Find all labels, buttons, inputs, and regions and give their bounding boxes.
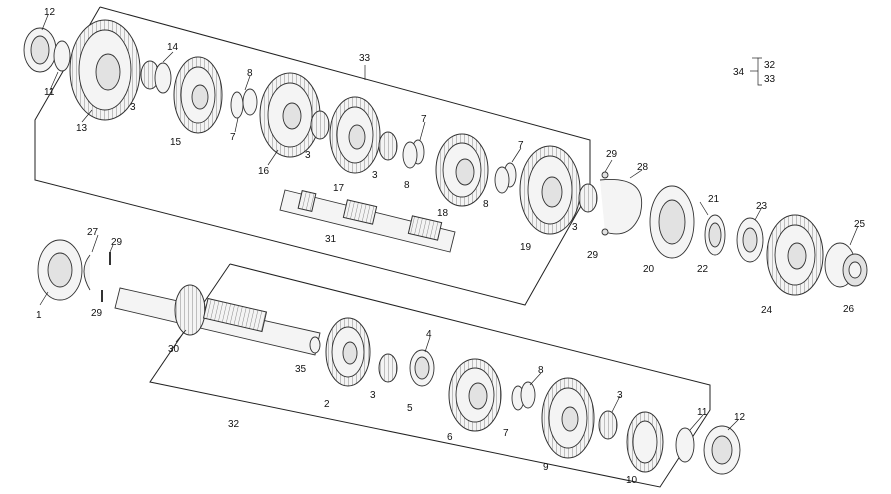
washer-8b — [402, 141, 418, 169]
label-4: 4 — [426, 329, 432, 340]
label-19: 19 — [520, 242, 532, 253]
label-9: 9 — [543, 462, 549, 473]
sprocket-24 — [766, 214, 824, 296]
label-5: 5 — [407, 403, 413, 414]
label-7a: 7 — [230, 132, 236, 143]
bearing-12-lower — [703, 425, 741, 475]
needle-bearing-3c — [378, 131, 398, 161]
label-6: 6 — [447, 432, 453, 443]
bearing-12-upper — [23, 27, 57, 73]
label-21: 21 — [708, 194, 720, 205]
legend-kit-label: 34 — [733, 67, 745, 78]
label-14: 14 — [167, 42, 179, 53]
label-16: 16 — [258, 166, 270, 177]
gear-18 — [435, 133, 489, 207]
label-3b: 3 — [305, 150, 311, 161]
label-26: 26 — [843, 304, 855, 315]
group-outline-33 — [34, 6, 591, 306]
label-1: 1 — [36, 310, 42, 321]
washer-8d — [520, 381, 536, 409]
label-12-upper: 12 — [44, 7, 56, 18]
shaft-30 — [114, 284, 321, 356]
leader-lines — [39, 14, 859, 431]
gear-9 — [541, 377, 595, 459]
label-35: 35 — [295, 364, 307, 375]
label-25: 25 — [854, 219, 866, 230]
label-3c: 3 — [372, 170, 378, 181]
label-7d: 7 — [503, 428, 509, 439]
label-24: 24 — [761, 305, 773, 316]
label-29a: 29 — [606, 149, 618, 160]
label-10: 10 — [626, 475, 638, 486]
label-2: 2 — [324, 399, 330, 410]
legend-item-b: 33 — [764, 74, 776, 85]
label-28: 28 — [637, 162, 649, 173]
gear-16 — [259, 72, 321, 158]
label-8d: 8 — [538, 365, 544, 376]
gear-10 — [626, 411, 664, 473]
washer-8c — [494, 166, 510, 194]
gear-17 — [329, 96, 381, 174]
label-8c: 8 — [483, 199, 489, 210]
label-12-lower: 12 — [734, 412, 746, 423]
shim-11-upper — [53, 40, 71, 72]
label-15: 15 — [170, 137, 182, 148]
label-23: 23 — [756, 201, 768, 212]
retainer-plate-28 — [599, 171, 642, 236]
washer-8a — [242, 88, 258, 116]
label-17: 17 — [333, 183, 345, 194]
label-3f: 3 — [617, 390, 623, 401]
bearing-1 — [37, 239, 83, 301]
label-3a: 3 — [130, 102, 136, 113]
gear-2 — [325, 317, 371, 387]
seal-23 — [736, 217, 764, 263]
retainer-27 — [83, 254, 91, 291]
nut-26 — [842, 253, 868, 287]
gear-15 — [173, 56, 223, 134]
label-8b: 8 — [404, 180, 410, 191]
label-33: 33 — [359, 53, 371, 64]
label-29b: 29 — [587, 250, 599, 261]
gear-19 — [519, 145, 581, 235]
needle-bearing-3f — [598, 410, 618, 440]
needle-bearing-3b — [310, 110, 330, 140]
label-7b: 7 — [421, 114, 427, 125]
label-22: 22 — [697, 264, 709, 275]
bush-35 — [309, 336, 321, 354]
legend-item-a: 32 — [764, 60, 776, 71]
label-20: 20 — [643, 264, 655, 275]
label-7c: 7 — [518, 140, 524, 151]
spacer-22 — [704, 214, 726, 256]
label-13: 13 — [76, 123, 88, 134]
label-30: 30 — [168, 344, 180, 355]
label-31: 31 — [325, 234, 337, 245]
label-29d: 29 — [91, 308, 103, 319]
label-8a: 8 — [247, 68, 253, 79]
shim-11-lower — [675, 427, 695, 463]
label-3d: 3 — [572, 222, 578, 233]
gear-6 — [448, 358, 502, 432]
gear-13 — [69, 19, 141, 121]
label-32: 32 — [228, 419, 240, 430]
label-29c: 29 — [111, 237, 123, 248]
washer-4-5 — [409, 349, 435, 387]
bearing-20 — [649, 185, 695, 259]
label-3e: 3 — [370, 390, 376, 401]
label-27: 27 — [87, 227, 99, 238]
label-11-upper: 11 — [44, 87, 55, 98]
washer-14 — [154, 62, 172, 94]
circlip-7a — [230, 91, 244, 119]
needle-bearing-3e — [378, 353, 398, 383]
label-11-lower: 11 — [697, 407, 708, 418]
needle-bearing-3d — [578, 183, 598, 213]
label-18: 18 — [437, 208, 449, 219]
shaft-31 — [279, 189, 456, 253]
